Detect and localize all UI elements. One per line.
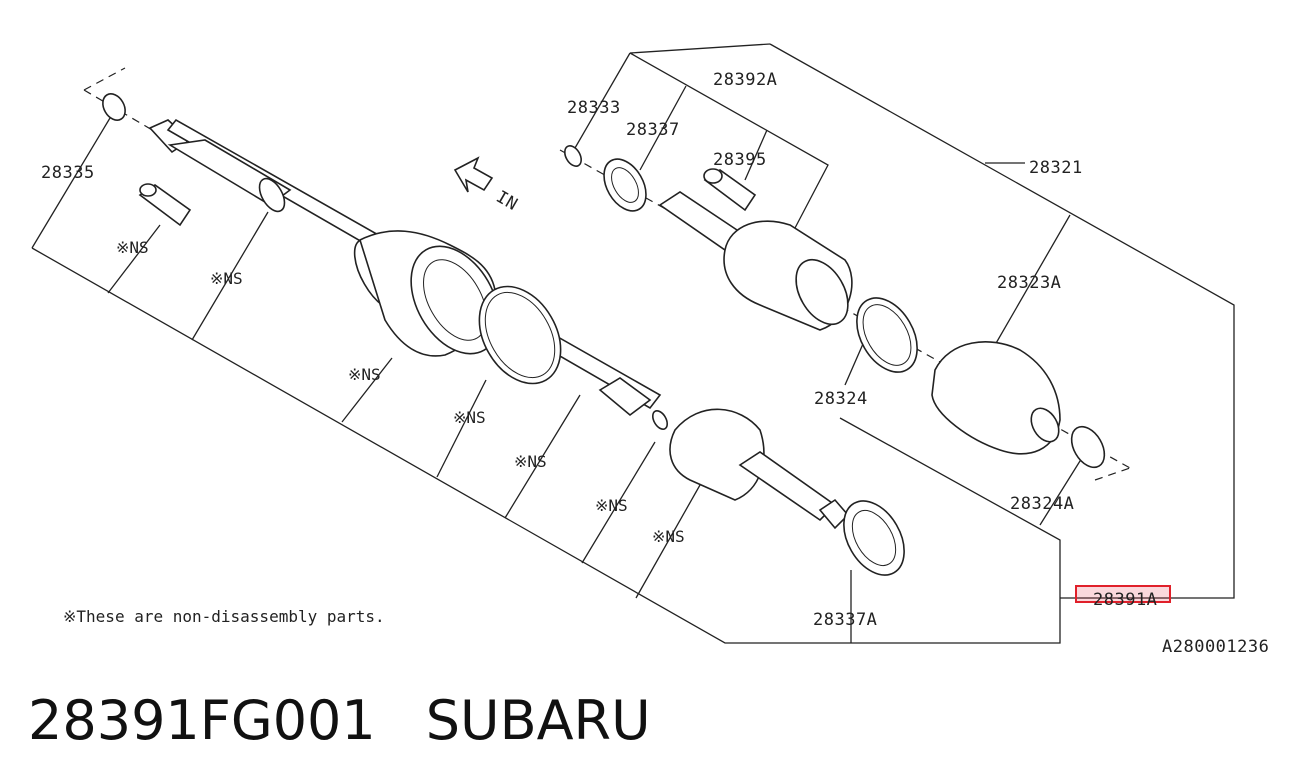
- inner-joint-parts: [564, 145, 1106, 469]
- ns-labels: ※NS ※NS ※NS ※NS ※NS ※NS ※NS: [116, 238, 685, 546]
- label-28333[interactable]: 28333: [567, 98, 621, 118]
- ns-label: ※NS: [348, 365, 381, 384]
- axle-shaft: [102, 93, 905, 576]
- brand-name: SUBARU: [425, 688, 651, 752]
- ns-label: ※NS: [595, 496, 628, 515]
- label-28321[interactable]: 28321: [1029, 158, 1083, 178]
- label-28337[interactable]: 28337: [626, 120, 680, 140]
- ns-label: ※NS: [453, 408, 486, 427]
- label-28335[interactable]: 28335: [41, 163, 95, 183]
- label-28391A[interactable]: 28391A: [1093, 590, 1157, 610]
- part-labels: 28333 28392A 28337 28395 28321 28335 283…: [41, 70, 1157, 630]
- part-number: 28391FG001: [28, 688, 376, 752]
- label-28324A[interactable]: 28324A: [1010, 494, 1074, 514]
- direction-arrow: [453, 156, 494, 193]
- label-28392A[interactable]: 28392A: [713, 70, 777, 90]
- label-28323A[interactable]: 28323A: [997, 273, 1061, 293]
- footer-caption: 28391FG001 SUBARU: [28, 680, 651, 760]
- label-28337A[interactable]: 28337A: [813, 610, 877, 630]
- label-28395[interactable]: 28395: [713, 150, 767, 170]
- parts-diagram: 28333 28392A 28337 28395 28321 28335 283…: [31, 43, 1269, 657]
- label-28324[interactable]: 28324: [814, 389, 868, 409]
- highlight-box: [1075, 585, 1171, 603]
- ns-label: ※NS: [210, 269, 243, 288]
- diagram-code: A280001236: [1162, 637, 1269, 657]
- ns-label: ※NS: [514, 452, 547, 471]
- ns-label: ※NS: [652, 527, 685, 546]
- direction-label: IN: [493, 187, 522, 215]
- ns-label: ※NS: [116, 238, 149, 257]
- non-disassembly-note: ※These are non-disassembly parts.: [63, 607, 385, 626]
